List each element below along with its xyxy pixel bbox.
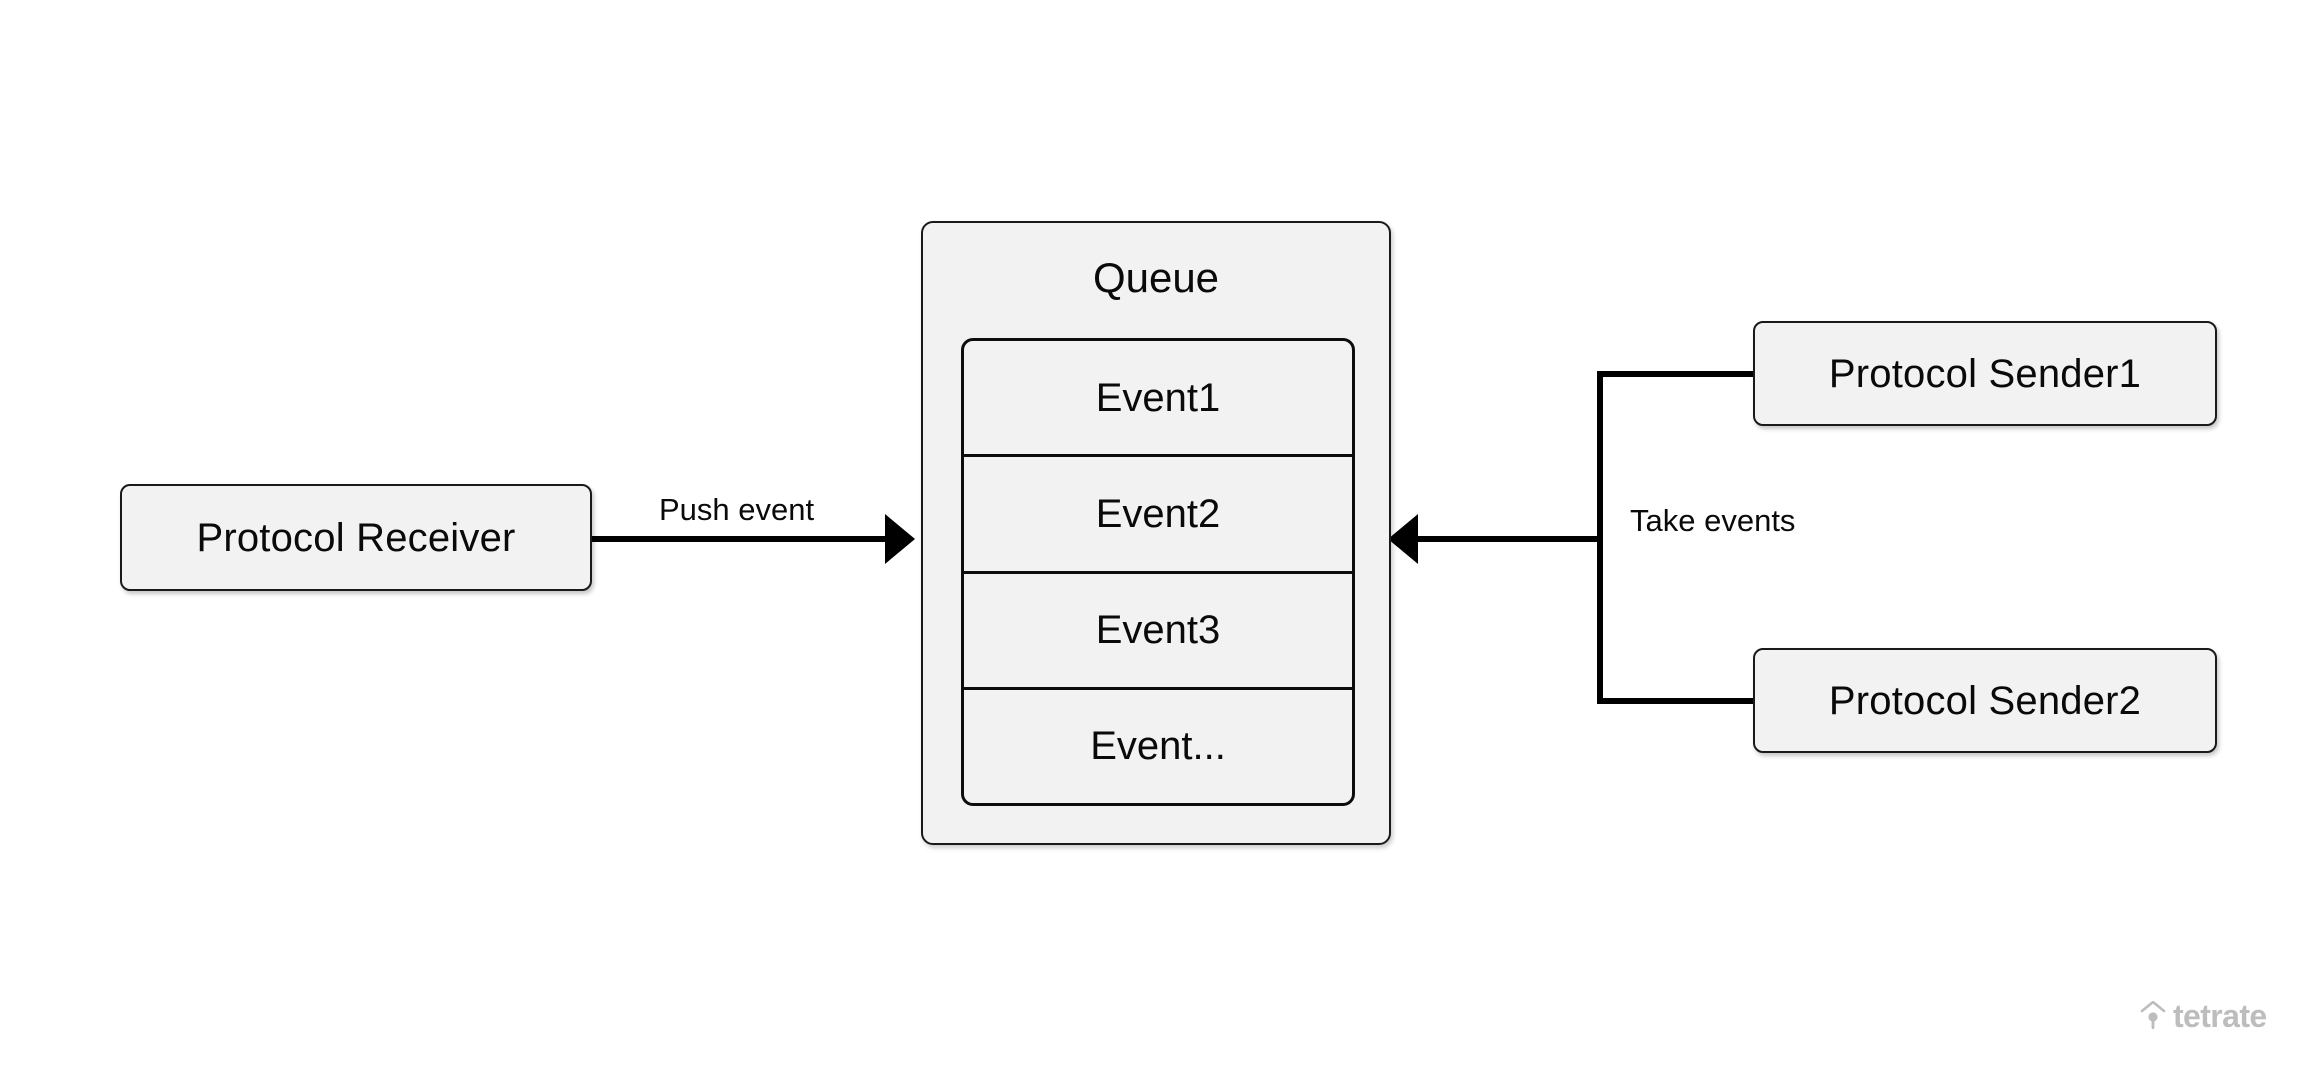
node-queue[interactable]: Queue Event1 Event2 Event3 Event... <box>921 221 1391 845</box>
queue-event-label: Event3 <box>1095 608 1221 653</box>
protocol-sender2-label: Protocol Sender2 <box>1828 678 2142 723</box>
queue-event-item[interactable]: Event3 <box>964 574 1352 690</box>
protocol-receiver-label: Protocol Receiver <box>196 515 516 560</box>
queue-event-item[interactable]: Event... <box>964 690 1352 803</box>
node-protocol-sender2[interactable]: Protocol Sender2 <box>1753 648 2217 753</box>
queue-event-item[interactable]: Event1 <box>964 341 1352 458</box>
edge-label-push-event: Push event <box>659 492 815 527</box>
tetrate-logo-icon <box>2140 1001 2166 1029</box>
queue-event-item[interactable]: Event2 <box>964 457 1352 574</box>
edge-label-take-events: Take events <box>1630 503 1796 538</box>
queue-title: Queue <box>1092 254 1220 301</box>
queue-event-label: Event... <box>1090 724 1226 769</box>
queue-event-list: Event1 Event2 Event3 Event... <box>961 338 1355 806</box>
queue-event-label: Event2 <box>1095 491 1221 536</box>
tetrate-watermark: tetrate <box>2140 1000 2267 1032</box>
queue-event-label: Event1 <box>1095 375 1221 420</box>
node-protocol-receiver[interactable]: Protocol Receiver <box>120 484 592 591</box>
node-protocol-sender1[interactable]: Protocol Sender1 <box>1753 321 2217 426</box>
protocol-sender1-label: Protocol Sender1 <box>1828 351 2142 396</box>
tetrate-wordmark: tetrate <box>2173 998 2267 1034</box>
